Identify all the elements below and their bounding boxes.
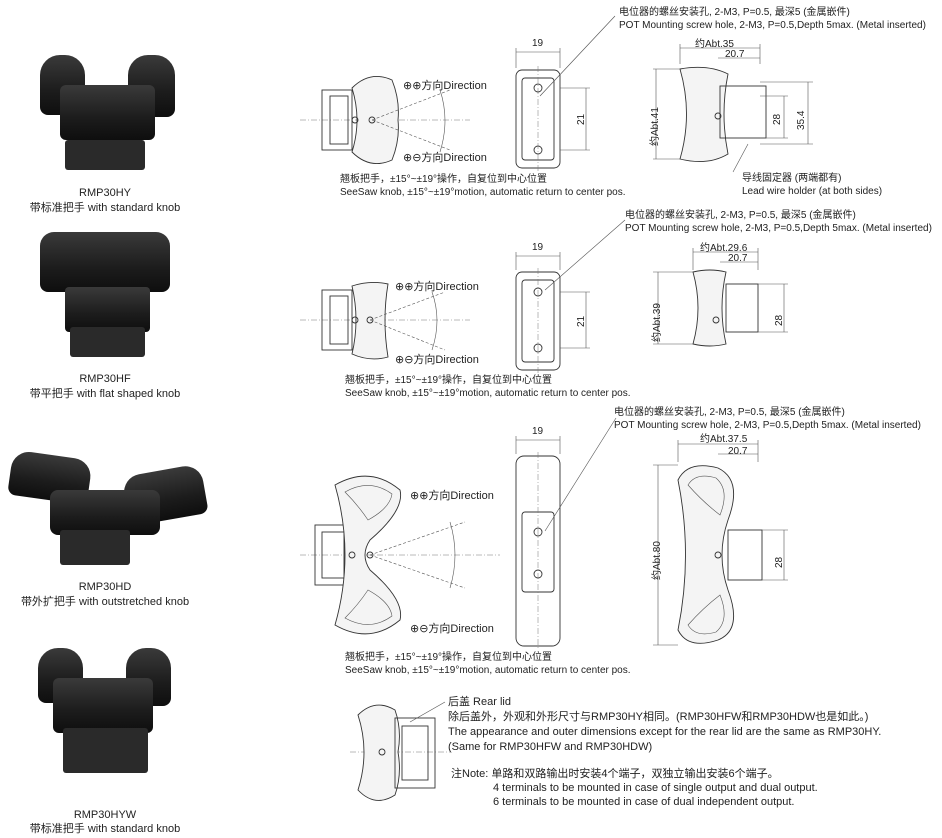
seesaw-en-hy: SeeSaw knob, ±15°~±19°motion, automatic … bbox=[340, 187, 626, 198]
dim-width-hf: 19 bbox=[532, 242, 544, 253]
direction-minus-hf: ⊕⊖方向Direction bbox=[395, 354, 479, 366]
dim-abt-height-hf: 约Abt.39 bbox=[652, 303, 663, 342]
direction-plus-hf: ⊕⊕方向Direction bbox=[395, 281, 479, 293]
lead-note-cn: 导线固定器 (两端都有) bbox=[742, 173, 842, 184]
front-view-hf bbox=[515, 252, 590, 376]
product-desc-rmp30hy: 带标准把手 with standard knob bbox=[29, 202, 181, 214]
product-photo-rmp30hy bbox=[40, 55, 175, 175]
pot-note-cn-hd: 电位器的螺丝安装孔, 2-M3, P=0.5, 最深5 (金属嵌件) bbox=[614, 407, 845, 418]
front-view-hy bbox=[515, 48, 590, 173]
rear-lid-label: 后盖 Rear lid bbox=[448, 696, 511, 708]
direction-minus-hd: ⊕⊖方向Direction bbox=[410, 623, 494, 635]
seesaw-cn-hf: 翘板把手，±15°~±19°操作，自复位到中心位置 bbox=[345, 375, 553, 386]
product-photo-rmp30hd bbox=[7, 449, 209, 575]
lead-note-en: Lead wire holder (at both sides) bbox=[742, 186, 883, 197]
rear-lid-cn: 除后盖外，外观和外形尺寸与RMP30HY相同。(RMP30HFW和RMP30HD… bbox=[448, 711, 869, 723]
dim-d1-hy: 20.7 bbox=[725, 49, 745, 60]
product-desc-rmp30hyw: 带标准把手 with standard knob bbox=[29, 823, 181, 835]
dim-d2-hf: 28 bbox=[774, 314, 785, 326]
rear-lid-en1: The appearance and outer dimensions exce… bbox=[448, 726, 882, 738]
rear-lid-view bbox=[350, 701, 450, 801]
seesaw-cn-hd: 翘板把手，±15°~±19°操作，自复位到中心位置 bbox=[345, 652, 553, 663]
product-model-rmp30hf: RMP30HF bbox=[79, 373, 131, 385]
dim-width-hy: 19 bbox=[532, 38, 544, 49]
pot-note-cn-hf: 电位器的螺丝安装孔, 2-M3, P=0.5, 最深5 (金属嵌件) bbox=[625, 210, 856, 221]
product-model-rmp30hyw: RMP30HYW bbox=[73, 809, 137, 821]
rear-lid-en2: (Same for RMP30HFW and RMP30HDW) bbox=[448, 741, 653, 753]
dim-abt-height-hy: 约Abt.41 bbox=[650, 107, 661, 146]
dim-d3-hy: 35.4 bbox=[796, 110, 807, 130]
product-photo-rmp30hyw bbox=[38, 648, 173, 778]
front-view-hd bbox=[515, 436, 561, 650]
rear-view-hy bbox=[653, 44, 813, 173]
direction-minus-hy: ⊕⊖方向Direction bbox=[403, 152, 487, 164]
side-view-hy bbox=[300, 75, 470, 165]
product-desc-rmp30hd: 带外扩把手 with outstretched knob bbox=[20, 596, 190, 608]
product-model-rmp30hy: RMP30HY bbox=[79, 187, 131, 199]
dim-d2-hy: 28 bbox=[772, 113, 783, 125]
pot-note-en-hd: POT Mounting screw hole, 2-M3, P=0.5,Dep… bbox=[614, 420, 921, 431]
direction-plus-hd: ⊕⊕方向Direction bbox=[410, 490, 494, 502]
direction-plus-hy: ⊕⊕方向Direction bbox=[403, 80, 487, 92]
terminal-note-en2: 6 terminals to be mounted in case of dua… bbox=[493, 796, 795, 808]
pot-note-en-hy: POT Mounting screw hole, 2-M3, P=0.5,Dep… bbox=[619, 20, 926, 31]
seesaw-cn-hy: 翘板把手，±15°~±19°操作，自复位到中心位置 bbox=[340, 174, 548, 185]
dim-d2-hd: 28 bbox=[774, 556, 785, 568]
side-view-hd bbox=[300, 475, 500, 635]
product-model-rmp30hd: RMP30HD bbox=[78, 581, 132, 593]
product-desc-rmp30hf: 带平把手 with flat shaped knob bbox=[29, 388, 181, 400]
dim-d1-hd: 20.7 bbox=[728, 446, 748, 457]
pot-note-en-hf: POT Mounting screw hole, 2-M3, P=0.5,Dep… bbox=[625, 223, 932, 234]
seesaw-en-hd: SeeSaw knob, ±15°~±19°motion, automatic … bbox=[345, 665, 631, 676]
dim-width-hd: 19 bbox=[532, 426, 544, 437]
dim-d1-hf: 20.7 bbox=[728, 253, 748, 264]
rear-view-hf bbox=[653, 248, 788, 347]
terminal-note-en1: 4 terminals to be mounted in case of sin… bbox=[493, 782, 818, 794]
pot-leader-hy bbox=[539, 15, 616, 97]
dim-height-hf: 21 bbox=[576, 315, 587, 327]
side-view-hf bbox=[300, 281, 470, 360]
pot-note-cn-hy: 电位器的螺丝安装孔, 2-M3, P=0.5, 最深5 (金属嵌件) bbox=[619, 7, 850, 18]
dim-height-hy: 21 bbox=[576, 113, 587, 125]
dim-abt-width-hy: 约Abt.35 bbox=[695, 39, 734, 50]
dim-abt-width-hd: 约Abt.37.5 bbox=[700, 434, 748, 445]
terminal-note-cn: 注Note: 单路和双路输出时安装4个端子，双独立输出安装6个端子。 bbox=[451, 768, 779, 780]
dim-abt-height-hd: 约Abt.80 bbox=[652, 541, 663, 580]
rear-view-hd bbox=[653, 440, 788, 646]
pot-leader-hf bbox=[544, 219, 626, 291]
seesaw-en-hf: SeeSaw knob, ±15°~±19°motion, automatic … bbox=[345, 388, 631, 399]
product-photo-rmp30hf bbox=[40, 232, 175, 362]
pot-leader-hd bbox=[544, 417, 617, 532]
dim-abt-width-hf: 约Abt.29.6 bbox=[700, 243, 748, 254]
